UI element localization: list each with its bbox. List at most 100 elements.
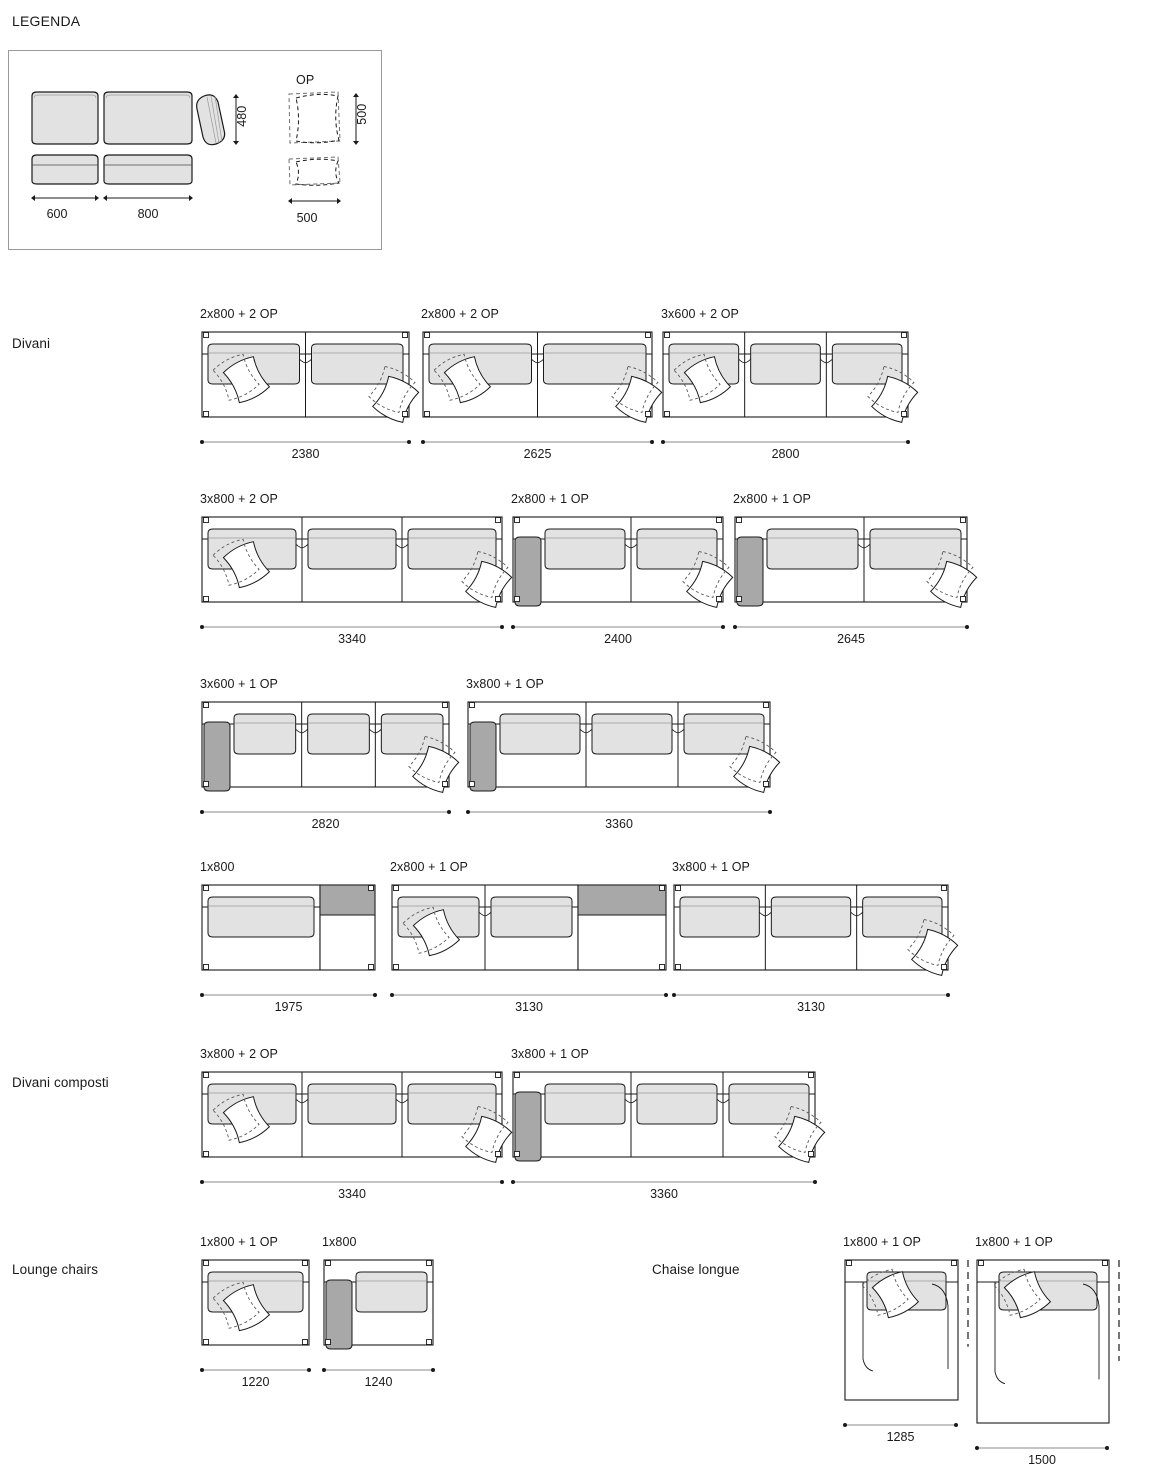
foot-marker-icon <box>203 332 209 338</box>
dimension-value: 2400 <box>604 632 632 646</box>
sofa-item <box>672 883 959 978</box>
legend-cushion-800 <box>103 91 193 145</box>
section-label-chaise-longue: Chaise longue <box>652 1262 740 1277</box>
op-pillow-icon <box>729 735 781 793</box>
foot-marker-icon <box>514 596 520 602</box>
foot-marker-icon <box>736 596 742 602</box>
foot-marker-icon <box>901 411 907 417</box>
dimension-line-wrap <box>200 1177 504 1187</box>
foot-marker-icon <box>402 411 408 417</box>
arm-edge <box>862 1282 874 1372</box>
chaise-plan-drawing <box>844 1259 969 1401</box>
foot-marker-icon <box>763 781 769 787</box>
foot-marker-icon <box>664 411 670 417</box>
op-pillow-icon <box>212 538 271 589</box>
op-pillow-icon <box>368 365 420 423</box>
dimension-line <box>390 993 668 997</box>
sofa-config-label: 3x800 + 2 OP <box>200 1047 278 1061</box>
dimension-value: 2380 <box>291 447 320 461</box>
foot-marker-icon <box>203 1260 209 1266</box>
dimension-line-wrap <box>661 437 910 447</box>
sofa-plan-drawing <box>673 884 959 976</box>
foot-marker-icon <box>736 517 742 523</box>
section-label-lounge-chairs: Lounge chairs <box>12 1262 99 1277</box>
foot-marker-icon <box>960 596 966 602</box>
foot-marker-icon <box>495 596 501 602</box>
seat-cushion <box>307 713 370 755</box>
foot-marker-icon <box>645 332 651 338</box>
seat-cushion <box>307 1083 397 1125</box>
foot-marker-icon <box>978 1260 984 1266</box>
op-pillow-icon <box>461 1105 513 1163</box>
seat-cushion <box>307 528 397 570</box>
op-pillow-icon <box>861 1268 920 1319</box>
dimension-line-wrap <box>200 807 451 817</box>
foot-marker-icon <box>469 781 475 787</box>
dimension-value: 3360 <box>650 1187 678 1201</box>
sofa-plan-drawing <box>391 884 667 971</box>
sofa-item <box>200 1258 313 1353</box>
dimension-value: 2800 <box>771 447 800 461</box>
sofa-config-label: 3x800 + 2 OP <box>200 492 278 506</box>
dimension-line-wrap <box>511 1177 817 1187</box>
foot-marker-icon <box>424 332 430 338</box>
foot-marker-icon <box>203 411 209 417</box>
foot-marker-icon <box>659 885 665 891</box>
dimension-value: 1975 <box>274 1000 303 1014</box>
dimension-value: 1240 <box>364 1375 393 1389</box>
sofa-config-label: 2x800 + 1 OP <box>511 492 589 506</box>
foot-marker-icon <box>514 517 520 523</box>
foot-marker-icon <box>442 781 448 787</box>
dimension-line <box>511 625 725 629</box>
section-label-divani: Divani <box>12 336 51 351</box>
sofa-config-label: 1x800 + 1 OP <box>975 1235 1053 1249</box>
upholstered-arm-left <box>514 536 542 607</box>
sofa-plan-drawing <box>323 1259 434 1350</box>
sofa-config-label: 1x800 <box>200 860 235 874</box>
dimension-line-wrap <box>733 622 969 632</box>
seat-cushion <box>407 528 497 570</box>
dimension-line-wrap <box>200 990 377 1000</box>
sofa-config-label: 2x800 + 1 OP <box>390 860 468 874</box>
sofa-item <box>390 883 670 978</box>
sofa-plan-drawing <box>662 331 919 423</box>
legend-dim-600-text: 600 <box>46 207 68 221</box>
sofa-plan-drawing <box>201 516 513 608</box>
sofa-item <box>200 700 460 795</box>
legend-cushion-800-front <box>103 154 193 185</box>
dimension-line <box>200 810 451 814</box>
dimension-line-wrap <box>511 622 725 632</box>
sofa-plan-drawing <box>201 331 420 423</box>
dimension-line <box>975 1446 1109 1450</box>
legend-dim-op-500-w <box>288 198 341 204</box>
foot-marker-icon <box>645 411 651 417</box>
foot-marker-icon <box>495 1072 501 1078</box>
foot-marker-icon <box>442 702 448 708</box>
sofa-item <box>200 515 513 610</box>
dimension-line-wrap <box>421 437 654 447</box>
upholstered-arm-left <box>736 536 764 607</box>
dimension-line-wrap <box>200 437 411 447</box>
foot-marker-icon <box>424 411 430 417</box>
upholstered-arm-left <box>514 1091 542 1162</box>
seat-cushion <box>766 528 859 570</box>
sofa-item <box>511 1070 826 1165</box>
foot-marker-icon <box>495 517 501 523</box>
foot-marker-icon <box>203 1151 209 1157</box>
foot-marker-icon <box>393 885 399 891</box>
op-pillow-icon <box>402 906 461 957</box>
dimension-line-wrap <box>975 1443 1109 1453</box>
chaise-extension <box>319 884 376 971</box>
foot-marker-icon <box>368 885 374 891</box>
op-pillow-icon <box>461 550 513 608</box>
dimension-value: 3130 <box>797 1000 825 1014</box>
dimension-value: 1285 <box>886 1430 915 1444</box>
seat-cushion <box>869 528 962 570</box>
dimension-line <box>511 1180 817 1184</box>
foot-marker-icon <box>203 702 209 708</box>
sofa-item <box>511 515 734 610</box>
sofa-config-label: 2x800 + 2 OP <box>421 307 499 321</box>
seat-cushion <box>355 1271 428 1313</box>
foot-marker-icon <box>901 332 907 338</box>
dimension-line-wrap <box>843 1420 958 1430</box>
